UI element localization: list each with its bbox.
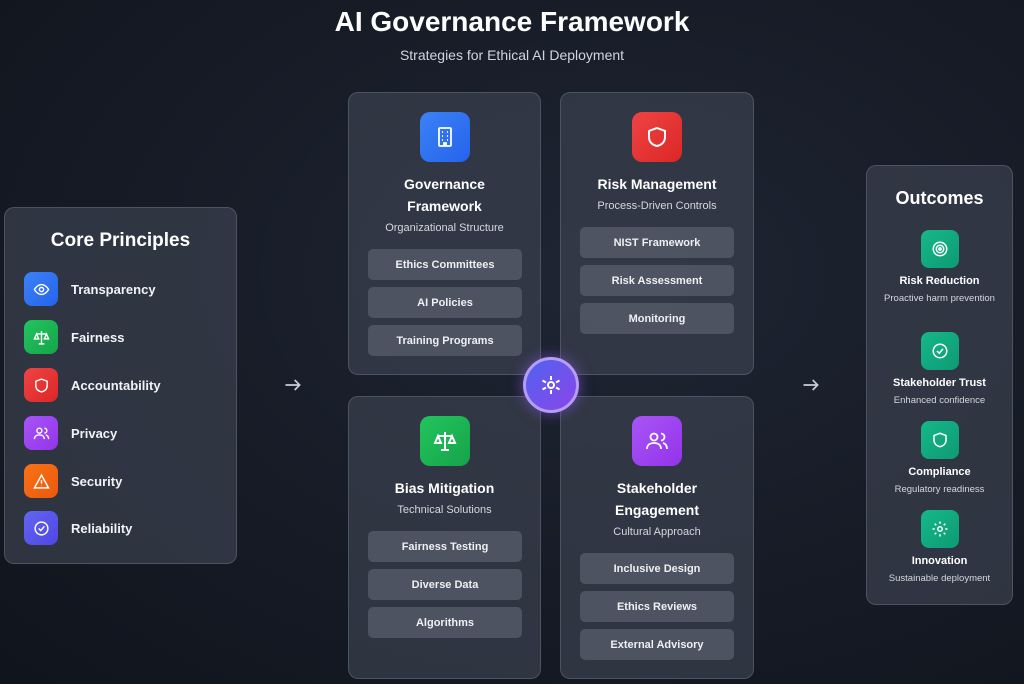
- eye-icon: [24, 272, 58, 306]
- outcome-innovation: Innovation Sustainable deployment: [867, 510, 1012, 585]
- core-principles-heading: Core Principles: [50, 230, 191, 251]
- principle-label: Privacy: [71, 425, 118, 441]
- chip-nist-framework: NIST Framework: [580, 227, 734, 258]
- card-subtitle: Organizational Structure: [385, 222, 504, 234]
- outcome-desc: Enhanced confidence: [893, 395, 986, 406]
- core-principles-panel: Core Principles Transparency Fairness Ac…: [4, 207, 237, 564]
- outcome-title: Compliance: [908, 466, 971, 478]
- principle-accountability: Accountability: [24, 368, 224, 402]
- chip-diverse-data: Diverse Data: [368, 569, 522, 600]
- principle-transparency: Transparency: [24, 272, 224, 306]
- outcome-stakeholder-trust: Stakeholder Trust Enhanced confidence: [867, 332, 1012, 407]
- check-circle-icon: [920, 332, 959, 370]
- outcome-title: Risk Reduction: [899, 275, 980, 287]
- card-title: Bias Mitigation: [394, 480, 495, 496]
- principle-privacy: Privacy: [24, 416, 224, 450]
- chip-ai-policies: AI Policies: [368, 287, 522, 318]
- principle-label: Transparency: [71, 281, 156, 297]
- warning-icon: [24, 464, 58, 498]
- check-circle-icon: [24, 511, 58, 545]
- scales-icon: [24, 320, 58, 354]
- card-title: Governance Framework: [404, 176, 485, 214]
- outcomes-panel: Outcomes Risk Reduction Proactive harm p…: [866, 165, 1013, 605]
- chip-monitoring: Monitoring: [580, 303, 734, 334]
- arrow-right-icon: [283, 375, 303, 395]
- chip-external-advisory: External Advisory: [580, 629, 734, 660]
- principle-reliability: Reliability: [24, 511, 224, 545]
- card-subtitle: Technical Solutions: [397, 504, 492, 516]
- outcome-desc: Proactive harm prevention: [884, 293, 995, 304]
- card-subtitle: Cultural Approach: [613, 526, 701, 538]
- card-title: Stakeholder Engagement: [614, 480, 699, 518]
- chip-ethics-reviews: Ethics Reviews: [580, 591, 734, 622]
- chip-training-programs: Training Programs: [368, 325, 522, 356]
- principle-label: Security: [71, 473, 123, 489]
- chip-risk-assessment: Risk Assessment: [580, 265, 734, 296]
- stakeholder-engagement-card: Stakeholder Engagement Cultural Approach…: [560, 396, 754, 679]
- chip-ethics-committees: Ethics Committees: [368, 249, 522, 280]
- network-icon: [542, 376, 560, 394]
- principle-label: Reliability: [71, 520, 133, 536]
- users-icon: [632, 416, 682, 466]
- outcome-title: Stakeholder Trust: [893, 377, 986, 389]
- building-icon: [419, 112, 470, 162]
- risk-management-card: Risk Management Process-Driven Controls …: [560, 92, 754, 375]
- outcome-desc: Regulatory readiness: [894, 484, 985, 495]
- arrow-right-icon: [801, 375, 821, 395]
- shield-icon: [24, 368, 58, 402]
- target-icon: [920, 230, 959, 268]
- outcomes-heading: Outcomes: [895, 188, 984, 208]
- shield-icon: [632, 112, 682, 162]
- principle-label: Fairness: [71, 329, 125, 345]
- outcome-desc: Sustainable deployment: [888, 573, 991, 584]
- principle-label: Accountability: [71, 377, 161, 393]
- outcome-risk-reduction: Risk Reduction Proactive harm prevention: [867, 230, 1012, 305]
- page-title: AI Governance Framework: [334, 6, 690, 37]
- outcome-compliance: Compliance Regulatory readiness: [867, 421, 1012, 496]
- users-icon: [24, 416, 58, 450]
- page-subtitle: Strategies for Ethical AI Deployment: [399, 47, 625, 63]
- card-subtitle: Process-Driven Controls: [597, 200, 717, 212]
- card-title: Risk Management: [597, 176, 717, 192]
- chip-algorithms: Algorithms: [368, 607, 522, 638]
- scales-icon: [419, 416, 470, 466]
- bias-mitigation-card: Bias Mitigation Technical Solutions Fair…: [348, 396, 541, 679]
- shield-icon: [920, 421, 959, 459]
- principle-fairness: Fairness: [24, 320, 224, 354]
- chip-inclusive-design: Inclusive Design: [580, 553, 734, 584]
- outcome-title: Innovation: [911, 555, 968, 567]
- governance-framework-card: Governance Framework Organizational Stru…: [348, 92, 541, 375]
- gear-icon: [920, 510, 959, 548]
- central-hub: [523, 357, 579, 413]
- principle-security: Security: [24, 464, 224, 498]
- chip-fairness-testing: Fairness Testing: [368, 531, 522, 562]
